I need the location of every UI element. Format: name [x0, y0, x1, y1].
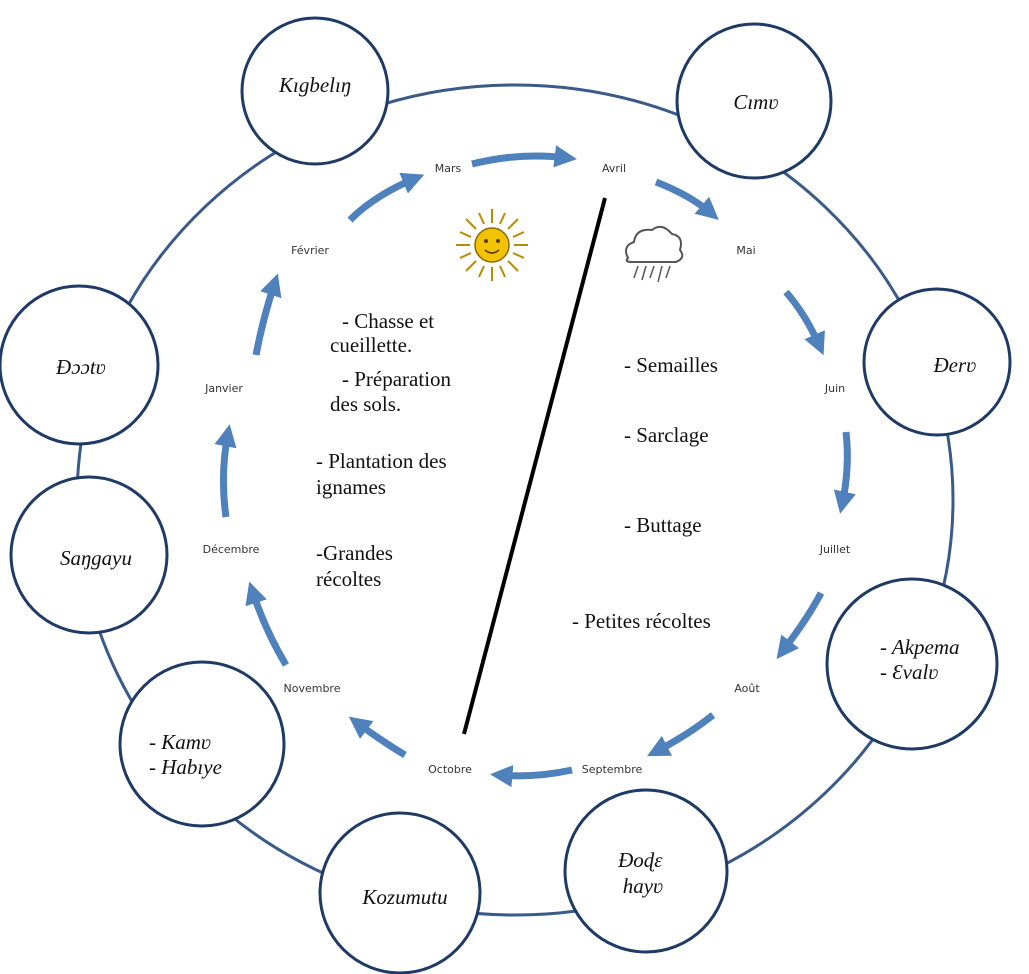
arrow-octobre-novembre: [348, 716, 407, 759]
local-names: Kıgbelıŋ Cımʋ Ɖerʋ - Akpema - Ɛvalʋ Ɖoɖɛ…: [55, 73, 976, 909]
arrow-juillet-aout: [776, 591, 825, 660]
arrow-fevrier-mars: [347, 172, 425, 223]
month-mars: Mars: [435, 162, 462, 175]
name-sangayu: Saŋgayu: [60, 546, 132, 570]
month-mai: Mai: [736, 244, 755, 257]
circle-sangayu: [9, 475, 169, 635]
activity-plantation: - Plantation des ignames: [316, 449, 452, 499]
month-octobre: Octobre: [428, 763, 472, 776]
month-cycle-arrows: [214, 145, 856, 788]
activity-buttage: - Buttage: [624, 513, 702, 537]
dry-season-activities: - Chasse et cueillette. - Préparation de…: [316, 309, 456, 591]
activity-petites-recoltes: - Petites récoltes: [572, 609, 711, 633]
arrow-janvier-fevrier: [252, 273, 282, 356]
name-dode: Ɖoɖɛ hayʋ: [617, 848, 668, 898]
local-name-circles: [0, 16, 1012, 974]
activity-semailles: - Semailles: [624, 353, 718, 377]
month-juin: Juin: [824, 382, 845, 395]
circle-cimv: [675, 22, 833, 180]
activity-preparation: - Préparation des sols.: [330, 367, 456, 416]
season-divider: [462, 197, 607, 735]
circle-kozumutu: [318, 811, 482, 974]
circle-kamv: [118, 660, 286, 828]
arrow-decembre-janvier: [214, 424, 237, 518]
month-novembre: Novembre: [284, 682, 341, 695]
month-decembre: Décembre: [203, 543, 260, 556]
circle-dode: [563, 788, 729, 954]
circle-akpema: [825, 577, 999, 751]
month-septembre: Septembre: [582, 763, 643, 776]
rain-cloud-icon: [625, 225, 684, 283]
name-cimv: Cımʋ: [733, 90, 778, 114]
activity-sarclage: - Sarclage: [624, 423, 709, 447]
activity-chasse: - Chasse et cueillette.: [330, 309, 439, 357]
arrow-mai-juin: [783, 289, 825, 356]
name-akpema: - Akpema - Ɛvalʋ: [880, 635, 965, 684]
activity-grandes-recoltes: -Grandes récoltes: [316, 541, 398, 591]
circle-dootv: [0, 284, 160, 446]
month-avril: Avril: [602, 162, 626, 175]
month-labels: Mars Avril Mai Juin Juillet Août Septemb…: [203, 162, 851, 776]
name-dootv: Ɖɔɔtʋ: [55, 355, 106, 379]
name-kozumutu: Kozumutu: [361, 885, 447, 909]
arrow-aout-septembre: [647, 712, 716, 757]
month-juillet: Juillet: [819, 543, 851, 556]
name-derv: Ɖerʋ: [933, 353, 977, 377]
month-aout: Août: [734, 682, 760, 695]
rainy-season-activities: - Semailles - Sarclage - Buttage - Petit…: [572, 353, 718, 633]
arrow-avril-mai: [654, 178, 719, 220]
arrow-septembre-octobre: [490, 764, 573, 788]
arrow-juin-juillet: [833, 431, 856, 514]
sun-icon: [456, 209, 528, 281]
arrow-novembre-decembre: [245, 581, 290, 667]
arrow-mars-avril: [471, 145, 577, 168]
month-fevrier: Février: [291, 244, 329, 257]
circle-derv: [862, 287, 1012, 437]
name-kamv: - Kamʋ - Habıye: [149, 730, 222, 779]
name-kigbelin: Kıgbelıŋ: [278, 73, 351, 97]
circle-kigbelin: [240, 16, 390, 166]
month-janvier: Janvier: [204, 382, 243, 395]
